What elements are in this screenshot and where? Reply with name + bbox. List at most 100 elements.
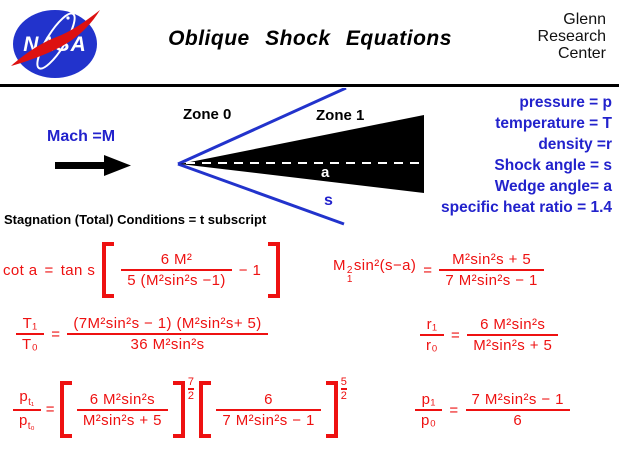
- exponent-numerator: 7: [187, 376, 195, 388]
- equation-temperature-ratio: T₁ T₀ = (7M²sin²s − 1) (M²sin²s+ 5) 36 M…: [16, 306, 268, 362]
- nasa-logo-orbit: [36, 12, 76, 70]
- equation-pressure-ratio: p₁ p₀ = 7 M²sin²s − 1 6: [415, 384, 570, 436]
- equation-cot-a: cot a = tan s 6 M² 5 (M²sin²s −1) − 1: [3, 242, 281, 298]
- nasa-logo: NASA: [11, 10, 100, 78]
- mach-label: Mach =M: [47, 128, 116, 145]
- eq-term: − 1: [238, 261, 262, 279]
- fraction-bar: [16, 333, 45, 335]
- eq-term: sin²(s−a): [353, 256, 417, 274]
- org-line: Research: [537, 28, 606, 45]
- definition-temperature: temperature = T: [495, 115, 612, 132]
- subscript: t₀: [27, 420, 35, 432]
- org-line: Center: [557, 45, 606, 62]
- equation-density-ratio: r₁ r₀ = 6 M²sin²s M²sin²s + 5: [420, 309, 559, 361]
- fraction-numerator: 6 M²: [160, 251, 193, 268]
- fraction-denominator: 6: [513, 412, 523, 429]
- eq-term: p: [19, 411, 28, 429]
- fraction-denominator: 7 M²sin²s − 1: [445, 272, 538, 289]
- fraction-numerator: 6 M²sin²s: [480, 316, 546, 333]
- fraction-bar: [121, 269, 232, 271]
- org-name: Glenn Research Center: [538, 11, 606, 62]
- exponent-fraction: 5 2: [340, 376, 348, 402]
- fraction-bar: [415, 409, 443, 411]
- lhs-fraction: pt₁ pt₀: [13, 387, 41, 433]
- fraction-denominator: 5 (M²sin²s −1): [127, 272, 226, 289]
- fraction-denominator: 36 M²sin²s: [130, 336, 205, 353]
- org-line: Glenn: [563, 11, 606, 28]
- equals-sign: =: [423, 261, 433, 279]
- fraction-bar: [13, 408, 41, 411]
- variable-definitions: pressure = p temperature = T density =r …: [441, 92, 612, 218]
- subscript: 1: [346, 273, 353, 285]
- upper-shock-line: [177, 88, 347, 166]
- equals-sign: =: [51, 325, 61, 343]
- equals-sign: =: [44, 261, 54, 279]
- fraction-bar: [216, 408, 321, 411]
- stagnation-note: Stagnation (Total) Conditions = t subscr…: [4, 212, 267, 227]
- fraction-bar: [76, 408, 168, 411]
- lhs-fraction: r₁ r₀: [420, 315, 445, 355]
- fraction-denominator: 7 M²sin²s − 1: [222, 411, 315, 429]
- exponent-denominator: 2: [340, 389, 348, 402]
- nasa-logo-swoosh: [11, 10, 100, 66]
- left-bracket: [199, 381, 212, 438]
- fraction-denominator: r₀: [426, 337, 439, 354]
- exponent-fraction: 7 2: [187, 376, 195, 402]
- fraction: 6 M² 5 (M²sin²s −1): [121, 250, 232, 290]
- nasa-logo-star: [66, 16, 70, 20]
- superscript: 2: [346, 264, 353, 276]
- exponent-numerator: 5: [340, 376, 348, 388]
- right-bracket: [172, 381, 185, 438]
- fraction-bar: [439, 269, 544, 271]
- header-divider: [0, 84, 619, 87]
- wedge-angle-label: a: [321, 164, 330, 181]
- definition-pressure: pressure = p: [519, 94, 612, 111]
- definition-wedge-angle: Wedge angle= a: [494, 178, 612, 195]
- fraction-numerator: M²sin²s + 5: [452, 251, 532, 268]
- fraction: 7 M²sin²s − 1 6: [465, 390, 570, 430]
- fraction: 6 M²sin²s M²sin²s + 5: [467, 315, 559, 355]
- zone0-label: Zone 0: [183, 106, 232, 123]
- fraction-denominator: T₀: [22, 336, 39, 353]
- eq-term: M: [333, 256, 346, 274]
- fraction-denominator: M²sin²s + 5: [473, 337, 553, 354]
- left-bracket: [102, 242, 115, 298]
- eq-term: tan s: [60, 261, 96, 279]
- lhs-fraction: p₁ p₀: [415, 390, 443, 430]
- lhs-fraction: T₁ T₀: [16, 314, 45, 354]
- fraction-numerator: T₁: [22, 315, 38, 332]
- fraction-numerator: 6 M²sin²s: [89, 390, 155, 408]
- fraction-bar: [187, 388, 195, 390]
- fraction: M²sin²s + 5 7 M²sin²s − 1: [439, 250, 544, 290]
- fraction-bar: [340, 388, 348, 390]
- fraction-bar: [465, 409, 570, 411]
- fraction: 6 M²sin²s M²sin²s + 5: [76, 390, 168, 430]
- fraction-denominator: M²sin²s + 5: [82, 411, 162, 429]
- right-bracket: [268, 242, 281, 298]
- shock-angle-label: s: [324, 192, 333, 209]
- left-bracket: [59, 381, 72, 438]
- eq-lhs: cot a: [3, 261, 38, 279]
- equation-total-pressure-ratio: pt₁ pt₀ = 6 M²sin²s M²sin²s + 5 7 2 6 7 …: [13, 376, 348, 438]
- eq-term: p: [19, 387, 29, 405]
- fraction: 6 7 M²sin²s − 1: [216, 390, 321, 430]
- right-bracket: [325, 381, 338, 438]
- fraction-numerator: 6: [264, 390, 273, 408]
- lower-shock-line: [177, 162, 345, 226]
- definition-density: density =r: [538, 136, 612, 153]
- equals-sign: =: [451, 326, 461, 344]
- page-title: Oblique Shock Equations: [168, 27, 452, 50]
- subscript: t₁: [28, 396, 35, 408]
- fraction-numerator: p₁: [421, 391, 436, 408]
- fraction-bar: [467, 334, 559, 336]
- zone1-label: Zone 1: [316, 107, 365, 124]
- fraction-numerator: r₁: [426, 316, 438, 333]
- fraction-numerator: pt₁: [13, 387, 40, 409]
- fraction-numerator: (7M²sin²s − 1) (M²sin²s+ 5): [73, 315, 262, 332]
- exponent-denominator: 2: [187, 389, 195, 402]
- fraction-bar: [67, 333, 268, 335]
- fraction: (7M²sin²s − 1) (M²sin²s+ 5) 36 M²sin²s: [67, 314, 268, 354]
